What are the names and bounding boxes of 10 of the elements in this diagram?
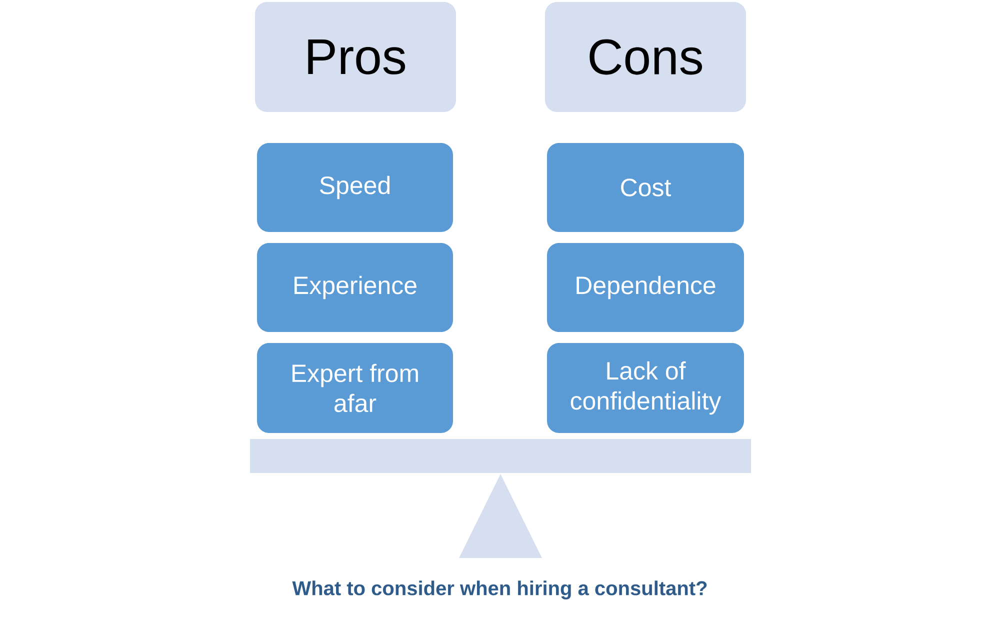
heading-box: Cons bbox=[545, 2, 746, 112]
caption: What to consider when hiring a consultant? bbox=[292, 580, 707, 600]
item-box: Lack of confidentiality bbox=[547, 343, 744, 433]
item-box: Expert from afar bbox=[257, 343, 453, 433]
item-box: Speed bbox=[257, 143, 453, 232]
fulcrum-triangle bbox=[459, 474, 542, 558]
item-box: Dependence bbox=[547, 243, 744, 332]
item-box: Experience bbox=[257, 243, 453, 332]
item-box: Cost bbox=[547, 143, 744, 232]
heading-box: Pros bbox=[255, 2, 456, 112]
